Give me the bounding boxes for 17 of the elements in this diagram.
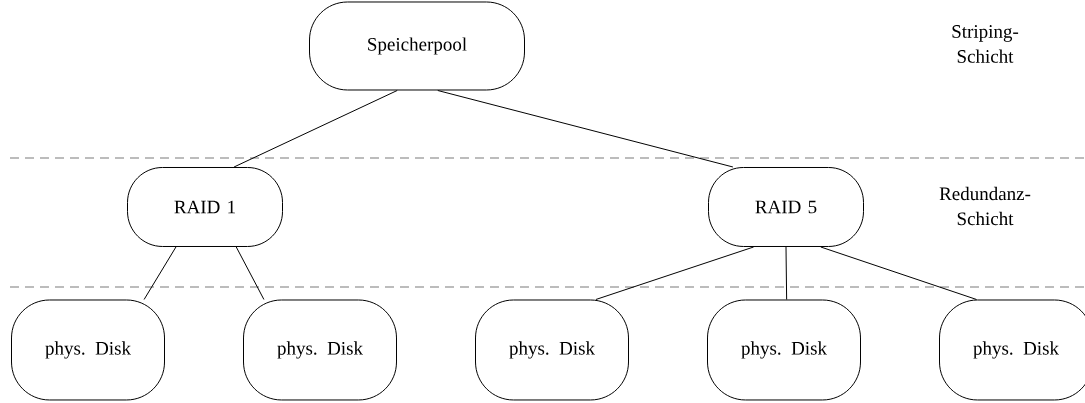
connector-line	[143, 246, 177, 300]
rounded-box: Speicherpool	[309, 1, 525, 91]
rounded-box: phys. Disk	[939, 299, 1085, 401]
connector-line	[233, 90, 398, 168]
rounded-box: phys. Disk	[707, 299, 861, 401]
connector-line	[785, 246, 788, 300]
rounded-box: phys. Disk	[475, 299, 629, 401]
rounded-box: RAID 5	[708, 167, 864, 247]
layer-label: Redundanz-Schicht	[939, 186, 1031, 226]
layer-label: Striping-Schicht	[952, 25, 1019, 63]
rounded-box: phys. Disk	[11, 299, 165, 401]
connector-line	[235, 246, 265, 300]
connector-line	[437, 90, 734, 168]
rounded-box: phys. Disk	[243, 299, 397, 401]
connector-line	[820, 246, 978, 300]
rounded-box: RAID 1	[127, 167, 283, 247]
connector-line	[595, 246, 755, 300]
